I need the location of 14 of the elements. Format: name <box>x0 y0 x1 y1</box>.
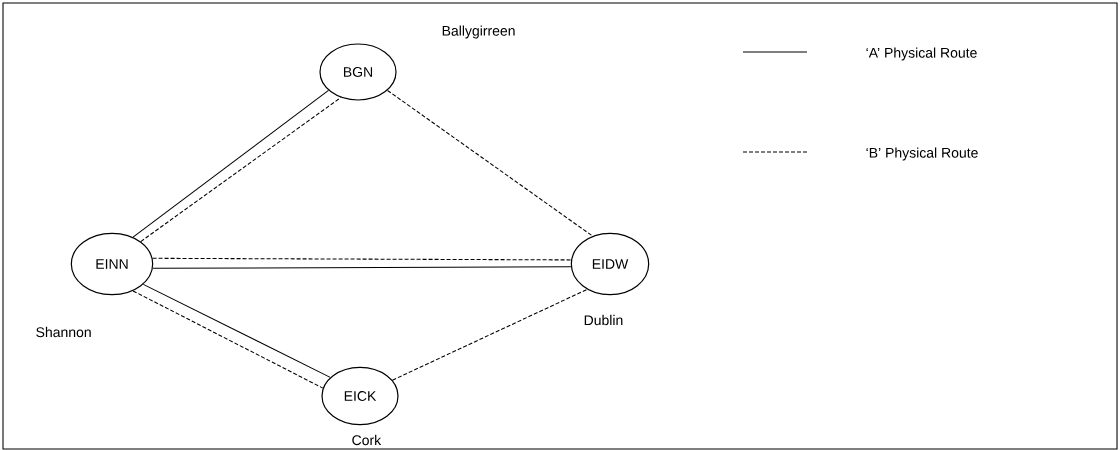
place-name: Ballygirreen <box>442 25 515 39</box>
place-name: Dublin <box>584 314 623 326</box>
route-line <box>140 97 342 243</box>
route-line <box>152 266 572 269</box>
route-line <box>386 89 594 237</box>
route-line <box>391 288 588 381</box>
route-line <box>142 283 331 378</box>
legend-text: ‘B’ Physical Route <box>866 147 978 161</box>
place-name: Cork <box>352 434 382 446</box>
place-name: Shannon <box>36 326 91 338</box>
route-line <box>132 290 324 389</box>
route-line <box>132 89 330 238</box>
legend-text: ‘A’ Physical Route <box>866 47 977 61</box>
route-line <box>152 257 572 261</box>
